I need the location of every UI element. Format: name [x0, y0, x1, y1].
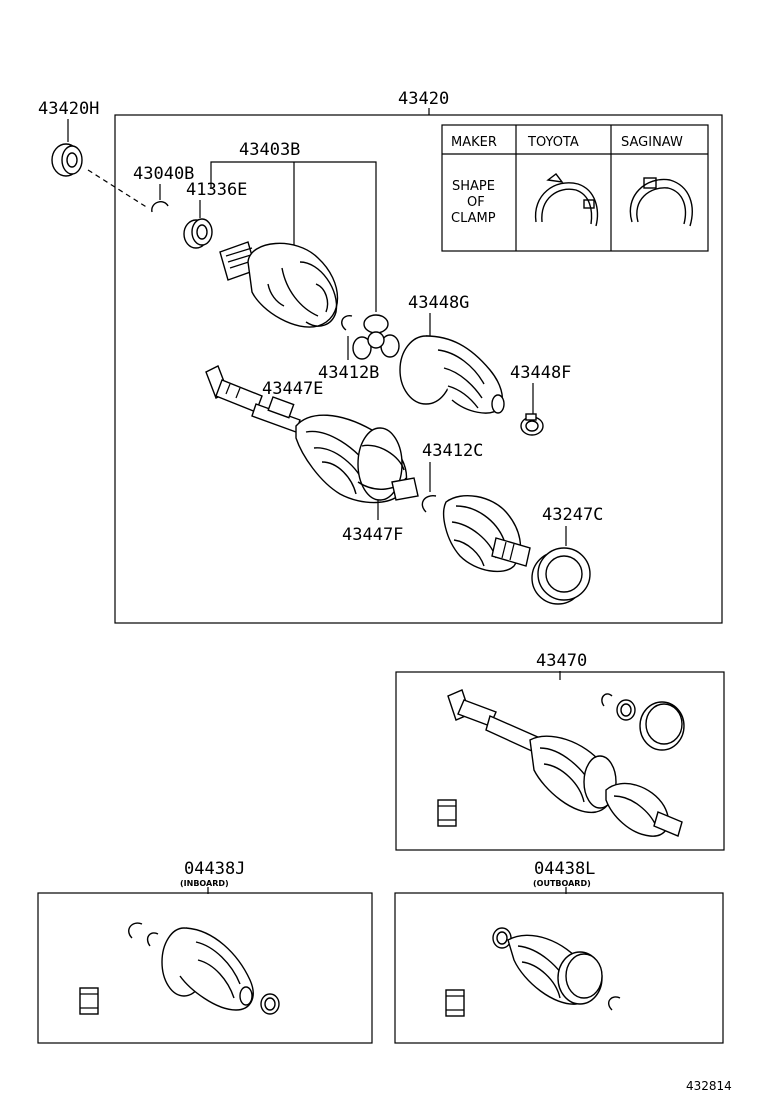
label-43448G: 43448G	[408, 293, 469, 313]
label-04438J: 04438J	[184, 859, 245, 879]
boot-kit-04438L	[507, 934, 603, 1005]
drive-shaft-43447E	[205, 365, 301, 433]
bearing-41336E	[183, 218, 213, 249]
deflector-43247C	[531, 547, 591, 605]
inboard-joint-housing	[219, 241, 339, 328]
label-04438L: 04438L	[534, 859, 595, 879]
clamp-kit-04438L	[492, 927, 512, 949]
table-header-toyota: TOYOTA	[527, 135, 579, 150]
snap-ring-kit-l	[608, 996, 621, 1011]
label-43412C: 43412C	[422, 441, 483, 461]
snap-ring-kit-j-1	[128, 922, 143, 939]
clamp-kit-04438J	[260, 993, 280, 1015]
grease-tube-kit-l	[445, 989, 465, 1017]
label-43403B: 43403B	[239, 140, 300, 160]
boot-kit-04438J	[161, 927, 254, 1011]
drive-shaft-assembly-43470	[447, 689, 683, 837]
snap-ring-43412C	[421, 495, 437, 513]
label-outboard: (OUTBOARD)	[533, 879, 591, 888]
inboard-boot-43448G	[399, 335, 505, 414]
label-43412B: 43412B	[318, 363, 379, 383]
label-43448F: 43448F	[510, 363, 571, 383]
label-41336E: 41336E	[186, 180, 247, 200]
assembly-43470-frame	[395, 671, 725, 851]
table-header-maker: MAKER	[451, 135, 497, 150]
dust-seal-part	[51, 143, 83, 177]
label-43420H: 43420H	[38, 99, 99, 119]
table-header-saginaw: SAGINAW	[621, 135, 683, 150]
snap-ring-43470	[601, 693, 613, 707]
boot-clamp-43448F	[520, 413, 544, 436]
table-row-label-shape: SHAPE	[452, 179, 495, 194]
label-43447E: 43447E	[262, 379, 323, 399]
clamp-table: MAKER TOYOTA SAGINAW SHAPE OF CLAMP	[441, 124, 709, 252]
snap-ring-43412B	[341, 315, 353, 331]
outboard-boot-43447F	[295, 414, 419, 504]
label-43247C: 43247C	[542, 505, 603, 525]
outboard-joint	[442, 495, 531, 573]
toyota-clamp-icon	[534, 173, 599, 227]
label-43470: 43470	[536, 651, 587, 671]
label-inboard: (INBOARD)	[180, 879, 229, 888]
grease-tube-kit-j	[79, 987, 99, 1015]
label-43447F: 43447F	[342, 525, 403, 545]
table-row-label-of: OF	[467, 195, 485, 210]
snap-ring-43040B	[151, 201, 169, 213]
saginaw-clamp-icon	[629, 177, 693, 227]
snap-ring-kit-j-2	[146, 932, 159, 947]
grease-tube-43470	[437, 799, 457, 827]
kit-04438L-frame	[394, 892, 724, 1044]
kit-04438J-frame	[37, 892, 373, 1044]
clamp-43470	[616, 699, 636, 721]
band-43470	[639, 701, 685, 751]
figure-reference-number: 432814	[686, 1079, 732, 1093]
table-row-label-clamp: CLAMP	[451, 211, 496, 226]
main-assembly-frame	[114, 114, 723, 624]
label-43040B: 43040B	[133, 164, 194, 184]
label-43420: 43420	[398, 89, 449, 109]
tripod-joint	[352, 314, 400, 360]
